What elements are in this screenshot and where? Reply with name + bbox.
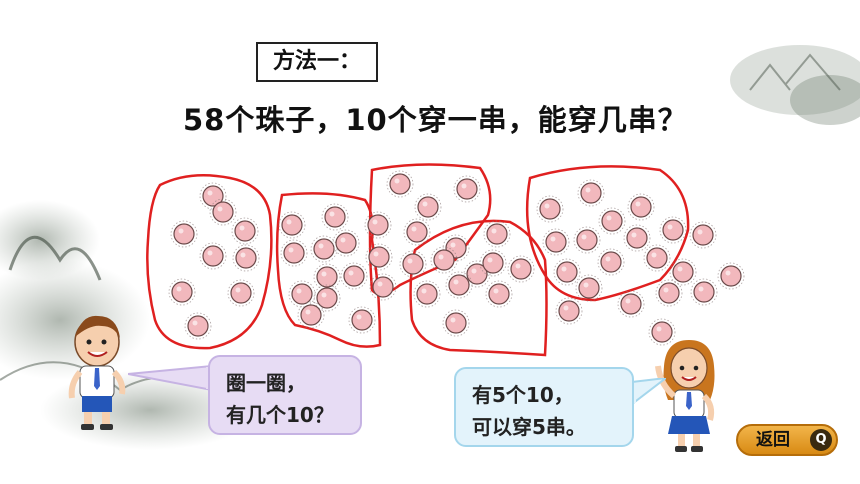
bead-icon	[507, 255, 535, 283]
bead-icon	[332, 229, 360, 257]
bead-icon	[617, 290, 645, 318]
bubble-right-tail	[632, 378, 666, 406]
bead-icon	[536, 195, 564, 223]
group-circle-4	[409, 219, 548, 357]
question-title: 58个珠子，10个穿一串，能穿几串？	[183, 103, 688, 137]
bubble-left-line2: 有几个10？	[226, 403, 334, 427]
bead-icon	[184, 312, 212, 340]
bead-icon	[689, 221, 717, 249]
bead-icon	[483, 220, 511, 248]
group-circles	[146, 163, 690, 357]
girl-icon	[655, 340, 715, 452]
method-label: 方法一：	[256, 42, 378, 82]
bead-icon	[288, 280, 316, 308]
bead-icon	[717, 262, 745, 290]
back-icon: Q	[810, 429, 832, 451]
bead-icon	[403, 218, 431, 246]
bead-icon	[542, 228, 570, 256]
speech-bubble-girl: 有5个10， 可以穿5串。	[454, 367, 634, 447]
bead-icon	[553, 258, 581, 286]
bead-icon	[414, 193, 442, 221]
bubble-left-line1: 圈一圈，	[226, 371, 306, 395]
bead-icon	[598, 207, 626, 235]
bead-icon	[690, 278, 718, 306]
bead-icon	[168, 278, 196, 306]
bead-icon	[209, 198, 237, 226]
group-circle-2	[275, 192, 382, 348]
bead-icon	[627, 193, 655, 221]
bead-icon	[369, 273, 397, 301]
bead-icon	[364, 211, 392, 239]
bead-icon	[170, 220, 198, 248]
bubble-right-line2: 可以穿5串。	[472, 415, 586, 439]
bead-icon	[442, 309, 470, 337]
bead-icon	[659, 216, 687, 244]
bead-icon	[386, 170, 414, 198]
bead-icon	[479, 249, 507, 277]
bead-icon	[669, 258, 697, 286]
bead-icon	[348, 306, 376, 334]
bead-icon	[555, 297, 583, 325]
bead-icon	[399, 250, 427, 278]
bead-icon	[310, 235, 338, 263]
bead-icon	[278, 211, 306, 239]
ink-landscape-right	[730, 45, 860, 125]
bead-icon	[577, 179, 605, 207]
bead-icon	[313, 263, 341, 291]
bead-icon	[231, 217, 259, 245]
bead-icon	[445, 271, 473, 299]
bead-icon	[485, 280, 513, 308]
bead-icon	[597, 248, 625, 276]
back-button-label: 返回	[756, 430, 790, 450]
bubble-left-tail	[128, 364, 212, 392]
bead-icon	[199, 182, 227, 210]
bubble-right-line1: 有5个10，	[472, 383, 574, 407]
group-circle-5	[525, 165, 690, 302]
bead-icon	[453, 175, 481, 203]
bead-icon	[280, 239, 308, 267]
bead-icon	[297, 301, 325, 329]
bead-icon	[463, 260, 491, 288]
bead-icon	[413, 280, 441, 308]
group-circle-1	[146, 173, 273, 350]
bead-icon	[430, 246, 458, 274]
bead-icon	[227, 279, 255, 307]
boy-icon	[68, 315, 126, 430]
bead-layer	[168, 170, 745, 346]
bead-icon	[623, 224, 651, 252]
bead-icon	[340, 262, 368, 290]
bead-icon	[655, 279, 683, 307]
bead-icon	[321, 203, 349, 231]
bead-icon	[199, 242, 227, 270]
back-button[interactable]: 返回 Q	[736, 424, 838, 456]
bead-icon	[575, 274, 603, 302]
bead-icon	[573, 226, 601, 254]
bead-icon	[313, 284, 341, 312]
bead-icon	[365, 243, 393, 271]
bead-icon	[232, 244, 260, 272]
speech-bubble-boy: 圈一圈， 有几个10？	[208, 355, 362, 435]
bead-icon	[648, 318, 676, 346]
bead-icon	[643, 244, 671, 272]
